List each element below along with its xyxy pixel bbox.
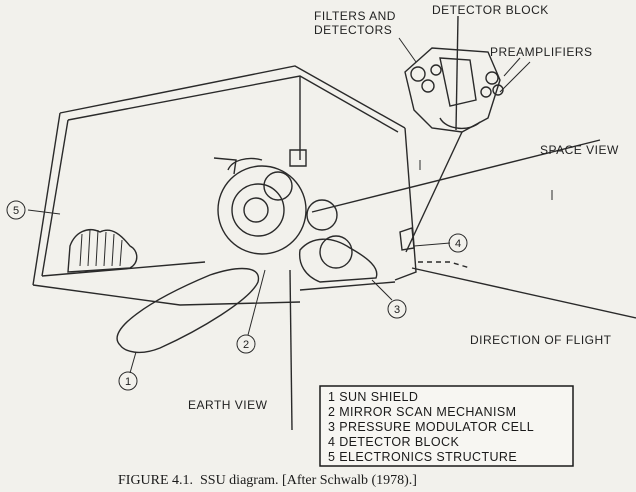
svg-text:5: 5 bbox=[13, 205, 19, 217]
detector-connection-line bbox=[405, 131, 463, 253]
flight-direction-line bbox=[411, 267, 636, 319]
label-earth-view: EARTH VIEW bbox=[188, 398, 268, 412]
legend: 1 SUN SHIELD 2 MIRROR SCAN MECHANISM 3 P… bbox=[319, 385, 574, 467]
detector-mount bbox=[399, 227, 415, 251]
svg-text:3: 3 bbox=[394, 304, 400, 316]
leader-1 bbox=[129, 351, 137, 374]
svg-text:1: 1 bbox=[125, 376, 131, 388]
leader-2 bbox=[247, 269, 266, 336]
leader-4 bbox=[413, 242, 451, 247]
callout-5: 5 bbox=[6, 200, 26, 220]
callout-1: 1 bbox=[118, 371, 138, 391]
figure-label: FIGURE 4.1. bbox=[118, 473, 193, 488]
legend-item: 2 MIRROR SCAN MECHANISM bbox=[328, 405, 516, 419]
label-preamplifiers: PREAMPLIFIERS bbox=[490, 45, 593, 59]
label-detector-block: DETECTOR BLOCK bbox=[432, 3, 549, 17]
label-filters-line2: DETECTORS bbox=[314, 23, 392, 37]
space-view-line bbox=[311, 139, 601, 213]
legend-item: 1 SUN SHIELD bbox=[328, 390, 418, 404]
callout-2: 2 bbox=[236, 334, 256, 354]
mirror-scan-mechanism bbox=[213, 149, 307, 255]
tick-marks bbox=[419, 160, 553, 200]
label-direction-of-flight: DIRECTION OF FLIGHT bbox=[470, 333, 612, 347]
sun-shield bbox=[116, 267, 260, 354]
legend-item: 4 DETECTOR BLOCK bbox=[328, 435, 459, 449]
legend-item: 5 ELECTRONICS STRUCTURE bbox=[328, 450, 517, 464]
figure-caption: FIGURE 4.1. SSU diagram. [After Schwalb … bbox=[118, 473, 417, 488]
pressure-modulator-cell bbox=[298, 199, 378, 283]
legend-item: 3 PRESSURE MODULATOR CELL bbox=[328, 420, 534, 434]
electronics-structure bbox=[32, 65, 417, 306]
leader-preamp-a bbox=[503, 57, 521, 77]
leader-preamp-b bbox=[499, 61, 531, 93]
caption-text: SSU diagram. [After Schwalb (1978).] bbox=[200, 473, 417, 488]
label-filters-line1: FILTERS AND bbox=[314, 9, 396, 23]
svg-text:2: 2 bbox=[243, 339, 249, 351]
leader-3 bbox=[371, 279, 393, 301]
leader-5 bbox=[27, 209, 61, 215]
dashed-ground-line bbox=[418, 261, 471, 269]
detector-block bbox=[404, 15, 504, 133]
leader-filters bbox=[398, 37, 417, 63]
label-space-view: SPACE VIEW bbox=[540, 143, 619, 157]
callout-3: 3 bbox=[387, 299, 407, 319]
svg-text:4: 4 bbox=[455, 238, 461, 250]
callout-4: 4 bbox=[448, 233, 468, 253]
earth-view-line bbox=[289, 269, 293, 431]
